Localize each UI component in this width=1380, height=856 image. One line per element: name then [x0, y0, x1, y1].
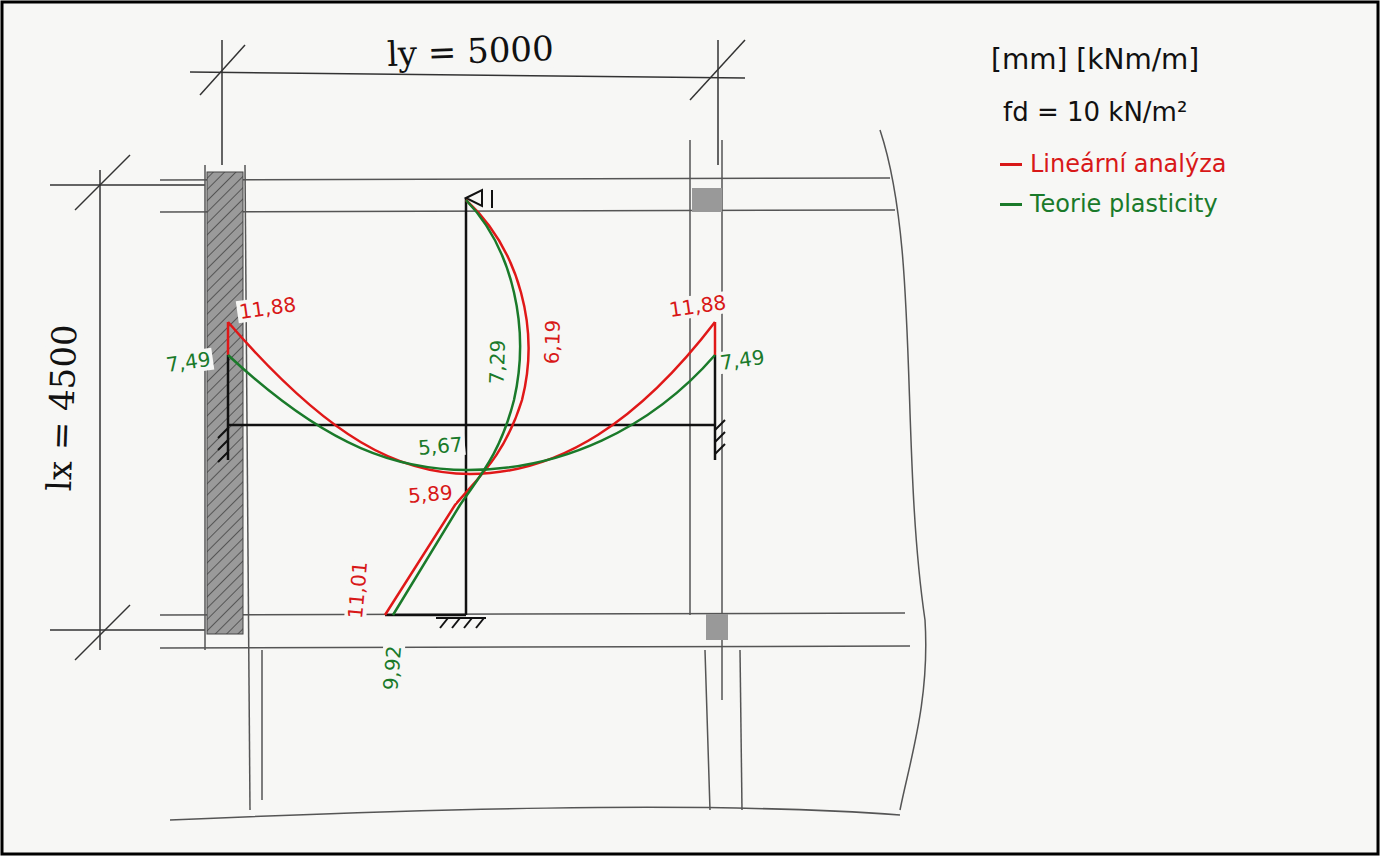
legend-entry: Lineární analýza	[1000, 150, 1226, 178]
annotation: [mm] [kNm/m]	[989, 45, 1201, 76]
moment-value: 7,29	[485, 337, 509, 386]
annotation: lx = 4500	[41, 322, 84, 494]
legend-text: Lineární analýza	[1030, 150, 1226, 178]
annotation: fd = 10 kN/m²	[1001, 98, 1189, 127]
moment-value: 7,49	[163, 348, 214, 377]
moment-value: 9,92	[379, 643, 405, 693]
moment-value: 6,19	[540, 317, 564, 366]
moment-value: 5,89	[405, 481, 455, 507]
moment-value: 11,01	[344, 559, 371, 622]
annotation: ly = 5000	[384, 30, 556, 73]
legend-line-sample	[1000, 203, 1022, 206]
moment-value: 11,88	[666, 291, 730, 321]
legend-entry: Teorie plasticity	[1000, 190, 1218, 218]
legend-line-sample	[1000, 163, 1022, 166]
legend-text: Teorie plasticity	[1030, 190, 1218, 218]
moment-value: 5,67	[415, 433, 465, 459]
moment-value: 7,49	[717, 346, 768, 375]
